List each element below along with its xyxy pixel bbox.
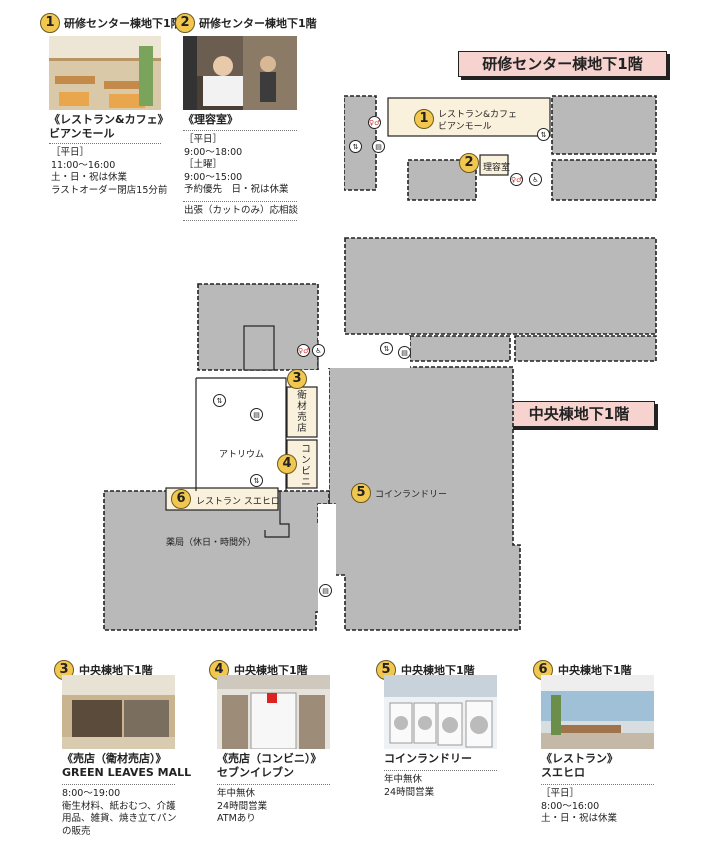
map-label-pharmacy: 薬局（休日・時間外） bbox=[166, 538, 257, 548]
card-2-info2: 出張（カットのみ）応相談 bbox=[184, 205, 299, 216]
card-3-rule bbox=[62, 784, 175, 785]
restaurant-photo bbox=[541, 675, 654, 749]
stairs-icon-2: ▤ bbox=[398, 346, 411, 359]
kenshu-room-e bbox=[551, 159, 657, 201]
card-6-rule bbox=[541, 784, 654, 785]
map-badge-2: 2 bbox=[459, 153, 479, 173]
card-2-name: 《理容室》 bbox=[183, 113, 238, 126]
stairs-icon-3: ▤ bbox=[250, 408, 263, 421]
map-barber bbox=[479, 154, 509, 176]
map-shop bbox=[286, 386, 318, 438]
laundry-photo bbox=[384, 675, 497, 749]
map-badge-1: 1 bbox=[414, 109, 434, 129]
card-5-rule bbox=[384, 770, 497, 771]
card-4-info: 年中無休 24時間営業 ATMあり bbox=[217, 788, 268, 824]
map-label-shop: 衛 材 売 店 bbox=[297, 390, 307, 434]
card-1-info: ［平日］ 11:00〜16:00 土・日・祝は休業 ラストオーダー閉店15分前 bbox=[51, 147, 168, 196]
elevator-icon: ⇅ bbox=[349, 140, 362, 153]
badge-1: 1 bbox=[40, 13, 60, 33]
strip-1 bbox=[409, 335, 511, 362]
kenshu-room-ne bbox=[551, 95, 657, 155]
restaurant-cafe-photo bbox=[49, 36, 161, 110]
map-badge-5: 5 bbox=[351, 483, 371, 503]
restroom-icon-2: ♀♂ bbox=[510, 173, 523, 186]
card-2-info: ［平日］ 9:00〜18:00 ［土曜］ 9:00〜15:00 予約優先 日・祝… bbox=[184, 134, 289, 195]
section-chuo: 中央棟地下1階 bbox=[503, 401, 655, 427]
card-5-name: コインランドリー bbox=[384, 752, 472, 765]
map-label-restaurant-cafe: レストラン&カフェ ビアンモール bbox=[438, 110, 518, 132]
map-label-conveni: コ ン ビ ニ bbox=[301, 444, 311, 488]
map-badge-3: 3 bbox=[287, 369, 307, 389]
card-1-name: 《レストラン&カフェ》 ビアンモール bbox=[49, 113, 169, 140]
card-3-floor: 中央棟地下1階 bbox=[79, 664, 153, 677]
map-label-atrium: アトリウム bbox=[219, 450, 265, 460]
card-1-floor: 研修センター棟地下1階 bbox=[64, 17, 182, 30]
central-west bbox=[103, 490, 330, 631]
restroom-icon-3: ♀♂ bbox=[297, 344, 310, 357]
map-badge-4: 4 bbox=[277, 454, 297, 474]
card-6-name: 《レストラン》 スエヒロ bbox=[541, 752, 618, 779]
elevator-icon-4: ⇅ bbox=[213, 394, 226, 407]
card-2-floor: 研修センター棟地下1階 bbox=[199, 17, 317, 30]
card-2-rule bbox=[183, 130, 297, 131]
shop-photo bbox=[62, 675, 175, 749]
map-label-restaurant: レストラン スエヒロ bbox=[196, 497, 280, 507]
map-restaurant bbox=[165, 487, 279, 511]
card-4-name: 《売店（コンビニ）》 セブンイレブン bbox=[217, 752, 322, 779]
central-main bbox=[328, 366, 521, 631]
elevator-icon-5: ⇅ bbox=[250, 474, 263, 487]
card-2-rule-3 bbox=[183, 220, 297, 221]
middle-block bbox=[344, 237, 657, 335]
card-4-floor: 中央棟地下1階 bbox=[234, 664, 308, 677]
card-5-floor: 中央棟地下1階 bbox=[401, 664, 475, 677]
barber-photo bbox=[183, 36, 297, 110]
card-3-info: 8:00〜19:00 衛生材料、紙おむつ、介護 用品、雑貨、焼き立てパン の販売 bbox=[62, 788, 177, 837]
elevator-icon-2: ⇅ bbox=[537, 128, 550, 141]
card-5-info: 年中無休 24時間営業 bbox=[384, 774, 435, 798]
convenience-photo bbox=[217, 675, 330, 749]
map-label-laundry: コインランドリー bbox=[375, 490, 448, 500]
badge-2: 2 bbox=[175, 13, 195, 33]
restroom-icon: ♀♂ bbox=[368, 116, 381, 129]
card-3-name: 《売店（衛材売店）》 GREEN LEAVES MALL bbox=[62, 752, 192, 779]
card-6-floor: 中央棟地下1階 bbox=[558, 664, 632, 677]
strip-2 bbox=[514, 335, 657, 362]
card-4-rule bbox=[217, 784, 330, 785]
wheelchair-icon-2: ♿ bbox=[312, 344, 325, 357]
card-1-rule bbox=[49, 143, 161, 144]
stairs-icon-4: ▤ bbox=[319, 584, 332, 597]
wheelchair-icon: ♿ bbox=[529, 173, 542, 186]
section-kenshu: 研修センター棟地下1階 bbox=[458, 51, 667, 77]
card-6-info: ［平日］ 8:00〜16:00 土・日・祝は休業 bbox=[541, 788, 618, 824]
elevator-icon-3: ⇅ bbox=[380, 342, 393, 355]
card-2-rule-2 bbox=[183, 201, 297, 202]
map-badge-6: 6 bbox=[171, 489, 191, 509]
stairs-icon: ▤ bbox=[372, 140, 385, 153]
map-label-barber: 理容室 bbox=[483, 163, 511, 173]
